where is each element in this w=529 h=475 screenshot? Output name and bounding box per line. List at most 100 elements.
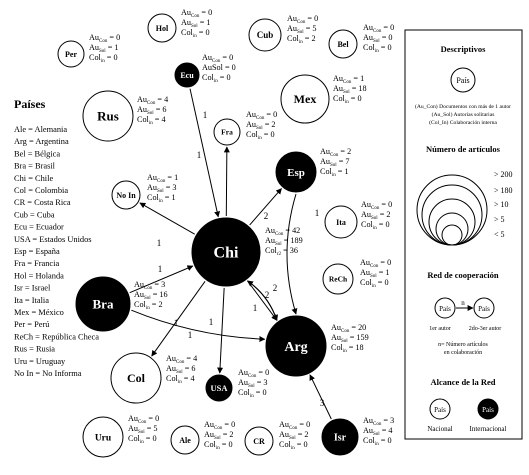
node-arg-au-sol: AuSol = 159 <box>331 333 369 344</box>
legend-panel: Descriptivos País (Au_Con) Documentos co… <box>404 29 523 440</box>
size-label-10: > 10 <box>494 200 509 209</box>
edge-chi-col <box>151 281 206 357</box>
country-list-item: Col = Colombia <box>14 186 68 195</box>
node-isr-au-sol: AuSol = 4 <box>363 426 393 437</box>
legend-size-circles <box>416 174 488 246</box>
legend-desc-line-1: (Au_Con) Documentos con más de 1 autor <box>415 103 511 110</box>
country-list-item: Per = Perú <box>14 320 50 329</box>
node-cr-au-sol: AuSol = 2 <box>279 430 309 441</box>
node-rech-col-in: Colin = 0 <box>360 278 389 289</box>
node-ita-col-in: Colin = 0 <box>361 220 390 231</box>
country-list-item: USA = Estados Unidos <box>14 235 92 244</box>
node-hol-au-con: AuCon = 0 <box>181 8 212 19</box>
edge-bra-chi <box>129 265 194 294</box>
node-chi-au-con: AuCon = 42 <box>265 226 300 237</box>
edge-label-chi-arg: 1 <box>253 303 258 313</box>
node-uru-au-con: AuCon = 0 <box>128 414 159 425</box>
node-col-circle <box>110 352 162 404</box>
size-label-200: > 200 <box>494 170 513 179</box>
country-list-item: Arg = Argentina <box>14 137 69 146</box>
node-ale-au-con: AuCon = 0 <box>204 420 235 431</box>
node-arg-col-in: Colin = 18 <box>331 343 364 354</box>
country-list-item: Rus = Rusia <box>14 345 55 354</box>
node-usa-label: USA <box>210 383 228 393</box>
node-uru-au-sol: AuSol = 5 <box>128 424 158 435</box>
nacional-label: Nacional <box>427 425 452 433</box>
node-noin-label: No In <box>116 191 136 200</box>
country-list-item: Esp = España <box>14 247 60 256</box>
node-ale-au-sol: AuSol = 2 <box>204 430 234 441</box>
node-rus-au-sol: AuSol = 6 <box>137 105 167 116</box>
size-circle-lt5 <box>441 224 463 246</box>
node-hol-col-in: Colin = 0 <box>181 28 210 39</box>
node-rus-label: Rus <box>97 109 119 124</box>
node-cub-au-sol: AuSol = 5 <box>287 24 317 35</box>
node-esp-au-sol: AuSol = 7 <box>320 157 350 168</box>
coop-node-1-label: País <box>439 305 451 313</box>
node-fra-col-in: Colin = 0 <box>246 130 275 141</box>
legend-descriptivos-title: Descriptivos <box>441 44 487 54</box>
legend-desc-line-3: (Col_In) Colaboración interna <box>429 119 497 126</box>
edge-label-arg-chi: 2 <box>273 283 278 293</box>
node-chi-au-sol: AuSol = 189 <box>265 236 303 247</box>
node-hol-label: Hol <box>156 24 169 33</box>
node-isr-circle <box>321 418 359 456</box>
internacional-label: Internacional <box>470 425 507 433</box>
node-rech-au-sol: AuSol = 1 <box>360 268 390 279</box>
coop-second-author: 2do-3er autor <box>469 326 502 332</box>
node-esp-au-con: AuCon = 2 <box>320 147 351 158</box>
edge-chi-arg <box>247 280 278 321</box>
node-ita-circle <box>324 205 358 239</box>
node-usa-au-sol: AuSol = 3 <box>238 378 268 389</box>
edge-label-bra-chi: 1 <box>158 264 163 274</box>
node-bel-col-in: Colin = 0 <box>363 43 392 54</box>
country-list-item: CR = Costa Rica <box>14 198 71 207</box>
node-cr-circle <box>244 426 274 456</box>
node-ale-col-in: Colin = 0 <box>204 440 233 451</box>
country-list-item: Fra = Francia <box>14 259 59 268</box>
node-arg-circle <box>265 315 327 377</box>
node-mex-circle <box>280 74 330 124</box>
edge-label-esp-arg: 1 <box>315 208 320 218</box>
node-isr-au-con: AuCon = 3 <box>363 416 394 427</box>
edge-chi-fra <box>223 146 230 217</box>
node-bra-col-in: Colin = 2 <box>134 300 163 311</box>
nacional-node-label: País <box>434 406 446 414</box>
legend-frame <box>404 29 523 440</box>
node-isr-col-in: Colin = 0 <box>363 436 392 447</box>
node-rech-circle <box>322 263 354 295</box>
edge-bra-arg <box>131 309 266 342</box>
node-col-au-con: AuCon = 4 <box>166 354 197 365</box>
node-chi-circle <box>191 217 261 287</box>
edge-label-chi-usa: 1 <box>209 317 214 327</box>
node-fra-au-sol: AuSol = 2 <box>246 120 276 131</box>
country-list-item: Cub = Cuba <box>14 210 55 219</box>
node-ecu-circle <box>174 62 200 88</box>
node-col-col-in: Colin = 4 <box>166 374 195 385</box>
node-rech-au-con: AuCon = 0 <box>360 258 391 269</box>
coop-node-2 <box>473 297 495 319</box>
node-per-label: Per <box>65 50 77 59</box>
edge-label-chi-col: 1 <box>174 318 179 328</box>
node-uru-label: Uru <box>95 433 112 443</box>
